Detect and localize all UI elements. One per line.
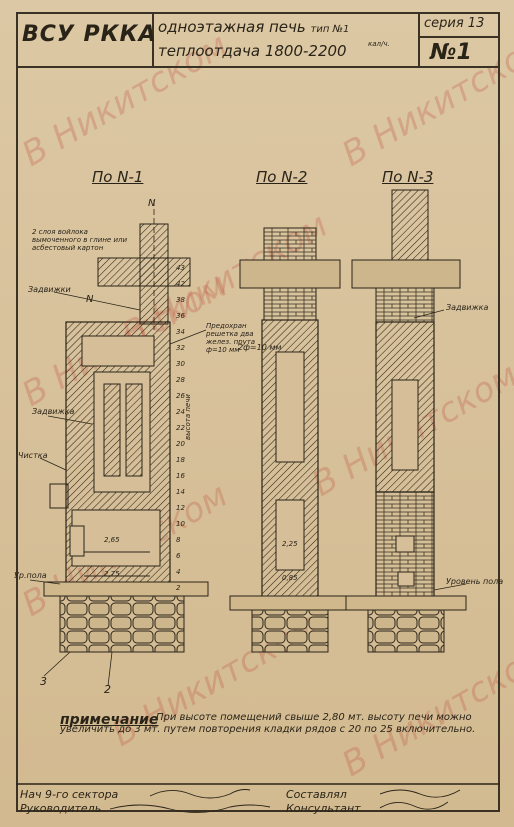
section-n1 xyxy=(43,200,209,653)
row-number: 42 xyxy=(176,280,185,288)
row-number: 24 xyxy=(176,408,185,416)
row-number: 8 xyxy=(176,536,181,544)
row-number: 43 xyxy=(176,264,185,272)
dampers-label: Задвижки xyxy=(28,285,71,294)
drawing-title: одноэтажная печь тип №1 xyxy=(158,18,350,36)
row-number: 20 xyxy=(176,440,185,448)
row-number: 6 xyxy=(176,552,181,560)
callout-3: 3 xyxy=(40,675,47,688)
roof-layers-note: 2 слоя войлока вымоченного в глине или а… xyxy=(32,228,128,252)
dim-265: 2,65 xyxy=(104,536,120,544)
row-number: 34 xyxy=(176,328,185,336)
row-number: 16 xyxy=(176,472,185,480)
row-number: 14 xyxy=(176,488,185,496)
row-number: 32 xyxy=(176,344,185,352)
footer-sector-chief: Нач 9-го сектора xyxy=(20,788,119,801)
callout-2: 2 xyxy=(104,683,111,696)
floor-level-left: Ур.пола xyxy=(14,571,47,580)
section-n2 xyxy=(229,227,351,653)
section-n3 xyxy=(345,189,467,653)
damper-right-label: Задвижка xyxy=(446,303,489,312)
note-body: При высоте помещений свыше 2,80 мт. высо… xyxy=(60,712,476,735)
row-number: 26 xyxy=(176,392,185,400)
row-number: 30 xyxy=(176,360,185,368)
footer-manager: Руководитель xyxy=(20,802,102,815)
note-heading: примечание xyxy=(60,712,159,728)
series-label: серия 13 xyxy=(424,16,485,31)
sheet-number: №1 xyxy=(430,40,472,65)
row-number: 10 xyxy=(176,520,185,528)
row-number: 4 xyxy=(176,568,181,576)
cleanout-label: Чистка xyxy=(18,451,48,460)
number-cell xyxy=(418,36,500,68)
dim-225: 2,25 xyxy=(282,540,298,548)
row-number: 38 xyxy=(176,296,185,304)
row-number: 36 xyxy=(176,312,185,320)
dim-275: 2,75 xyxy=(104,570,120,578)
row-number: 22 xyxy=(176,424,185,432)
row-number: 18 xyxy=(176,456,185,464)
drawing-subtitle: теплоотдача 1800-2200 xyxy=(158,42,347,60)
org-name: ВСУ РККА xyxy=(22,22,157,47)
row-number: 12 xyxy=(176,504,185,512)
view-label-n3: По N-3 xyxy=(382,168,434,186)
section-mark-mid: N xyxy=(86,294,94,305)
unit-label: кал/ч. xyxy=(368,40,390,48)
damper-label: Задвижка xyxy=(32,407,75,416)
grille-note: Предохран решетка два желез. прута ф=10 … xyxy=(206,322,256,354)
view-label-n1: По N-1 xyxy=(92,168,144,186)
floor-level-right: Уровень пола xyxy=(446,577,504,586)
row-number: 2 xyxy=(176,584,181,592)
row-number: 28 xyxy=(176,376,185,384)
leader-lines xyxy=(29,291,467,687)
footer-consultant: Консультант xyxy=(286,802,361,815)
pipe-dim: 2ф=10 мм xyxy=(238,343,282,352)
view-label-n2: По N-2 xyxy=(256,168,308,186)
dim-085: 0,85 xyxy=(282,574,298,582)
section-mark-top: N xyxy=(148,198,156,209)
footer-compiled: Составлял xyxy=(286,788,347,801)
